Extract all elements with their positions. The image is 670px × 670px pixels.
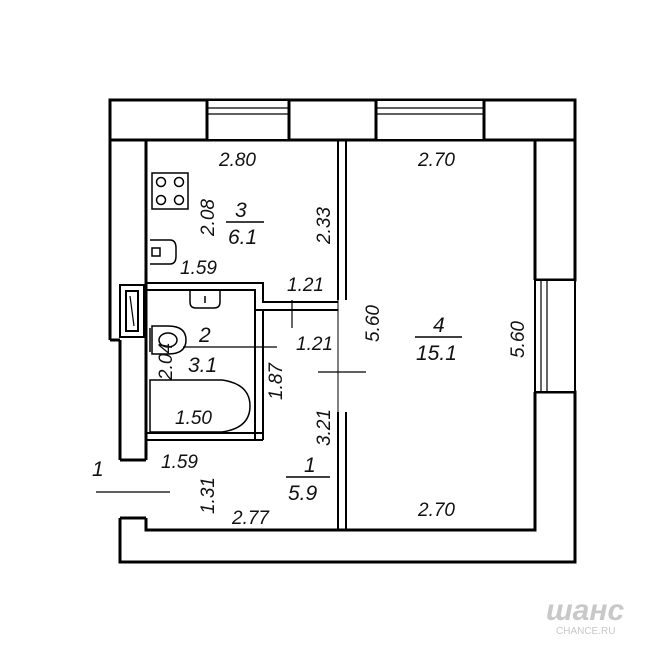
dim-hall-right: 3.21 xyxy=(314,409,335,446)
dim-living-bottom: 2.70 xyxy=(417,500,455,521)
dim-bath-right: 1.87 xyxy=(266,362,287,400)
dimension-texts: 2.80 2.08 2.33 1.59 1.21 1.21 2.04 1.87 … xyxy=(156,150,529,529)
dimension-lines xyxy=(96,300,366,493)
dim-living-right: 5.60 xyxy=(508,321,529,358)
watermark: шанс CHANCE.RU xyxy=(546,594,624,637)
dim-hall-left: 1.31 xyxy=(198,477,219,514)
room-label-2: 2 3.1 xyxy=(188,324,217,377)
room-number-1: 1 xyxy=(304,454,316,477)
wall-piers xyxy=(108,98,577,142)
room-label-1: 1 5.9 xyxy=(286,454,330,505)
window-living-right xyxy=(534,279,576,393)
left-vent xyxy=(119,284,145,338)
room-area-4: 15.1 xyxy=(416,342,457,365)
room-label-4: 4 15.1 xyxy=(415,314,462,365)
dim-kitchen-bottom: 1.59 xyxy=(180,258,217,279)
washbasin-icon xyxy=(189,291,221,309)
room-area-1: 5.9 xyxy=(288,482,318,505)
dim-bathtub: 1.50 xyxy=(175,408,212,429)
dim-living-top: 2.70 xyxy=(417,150,455,171)
window-living-top xyxy=(375,99,485,141)
room-label-3: 3 6.1 xyxy=(226,199,264,249)
bathtub-icon xyxy=(149,379,251,433)
room-number-4: 4 xyxy=(433,314,445,337)
dim-partition: 5.60 xyxy=(363,305,384,342)
room-area-3: 6.1 xyxy=(228,226,257,249)
dim-bath-left: 2.04 xyxy=(156,343,177,381)
watermark-logo: шанс xyxy=(546,594,624,627)
dim-kitchen-right: 2.33 xyxy=(314,207,335,245)
dim-passage-top: 1.21 xyxy=(287,275,324,296)
room-area-2: 3.1 xyxy=(188,354,217,377)
stove-icon xyxy=(151,172,189,210)
dim-hall-bottom: 2.77 xyxy=(231,508,270,529)
partitions xyxy=(146,139,347,530)
toilet-icon xyxy=(149,325,187,355)
watermark-site: CHANCE.RU xyxy=(556,626,615,637)
windows xyxy=(206,99,576,393)
outer-walls xyxy=(108,98,577,564)
dim-kitchen-left: 2.08 xyxy=(198,199,219,237)
dim-hall-top: 1.59 xyxy=(161,452,198,473)
dim-passage-mid: 1.21 xyxy=(296,334,333,355)
entrance-label: 1 xyxy=(92,458,104,481)
window-kitchen xyxy=(206,99,290,141)
dim-kitchen-top: 2.80 xyxy=(218,150,256,171)
room-number-3: 3 xyxy=(235,199,247,222)
kitchen-sink-icon xyxy=(150,239,177,265)
room-number-2: 2 xyxy=(198,324,211,347)
